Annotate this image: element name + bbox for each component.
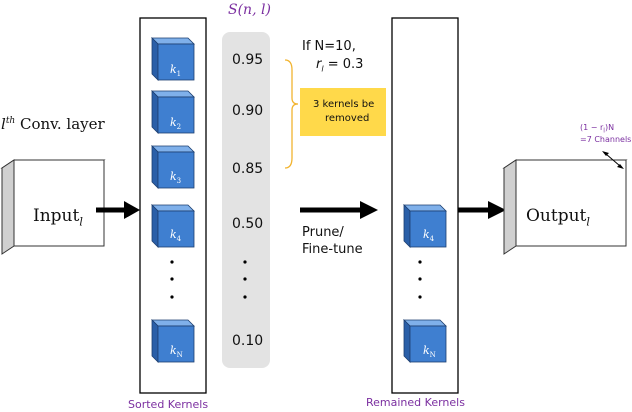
remained-kernel-cube-n <box>403 319 447 363</box>
score-1: 0.90 <box>232 103 264 119</box>
remained-kernel-label-4: k4 <box>423 228 435 244</box>
removal-note-box <box>300 88 386 136</box>
kernel-cube-n <box>151 319 195 363</box>
kernel-label-3: k3 <box>170 170 182 186</box>
kernel-cube-2 <box>151 90 195 134</box>
kernel-cubes <box>151 37 447 363</box>
score-column <box>222 32 270 368</box>
kernel-cube-1 <box>151 37 195 81</box>
output-arrow <box>458 201 506 219</box>
remained-kernel-label-n: kN <box>423 344 436 360</box>
channels-note-line-1: (1 − rl)N <box>580 123 615 135</box>
prune-label-line-2: Fine-tune <box>302 242 363 257</box>
caption-sorted-kernels: Sorted Kernels <box>128 398 209 411</box>
kernel-label-2: k2 <box>170 116 182 132</box>
caption-remained-kernels: Remained Kernels <box>366 396 465 409</box>
output-label: Outputl <box>526 206 590 229</box>
kernel-label-1: k1 <box>170 63 182 79</box>
prune-arrow <box>300 201 378 219</box>
condition-line-1: If N=10, <box>302 39 356 54</box>
kernel-label-4: k4 <box>170 228 182 244</box>
selection-bracket <box>284 59 299 169</box>
score-header: S(n, l) <box>228 2 271 18</box>
score-3: 0.50 <box>232 216 264 232</box>
kernel-cube-3 <box>151 145 195 189</box>
input-box <box>0 159 106 255</box>
kernel-label-n: kN <box>170 344 183 360</box>
output-box <box>502 159 628 255</box>
prune-label-line-1: Prune/ <box>302 225 344 240</box>
remained-kernel-cube-4 <box>403 204 447 248</box>
score-4: 0.10 <box>232 333 264 349</box>
score-0: 0.95 <box>232 52 264 68</box>
condition-line-2: rl = 0.3 <box>316 57 364 74</box>
removal-note-line-2: removed <box>325 113 370 124</box>
kernel-cube-4 <box>151 204 195 248</box>
channel-dimension-arrow <box>602 151 624 169</box>
channels-note-line-2: =7 Channels <box>580 135 632 144</box>
input-arrow <box>96 201 140 219</box>
ellipsis-dots <box>170 260 422 299</box>
input-label: Inputl <box>33 206 83 229</box>
score-2: 0.85 <box>232 161 264 177</box>
removal-note-line-1: 3 kernels be <box>313 99 375 110</box>
layer-label: lth Conv. layer <box>1 115 105 133</box>
